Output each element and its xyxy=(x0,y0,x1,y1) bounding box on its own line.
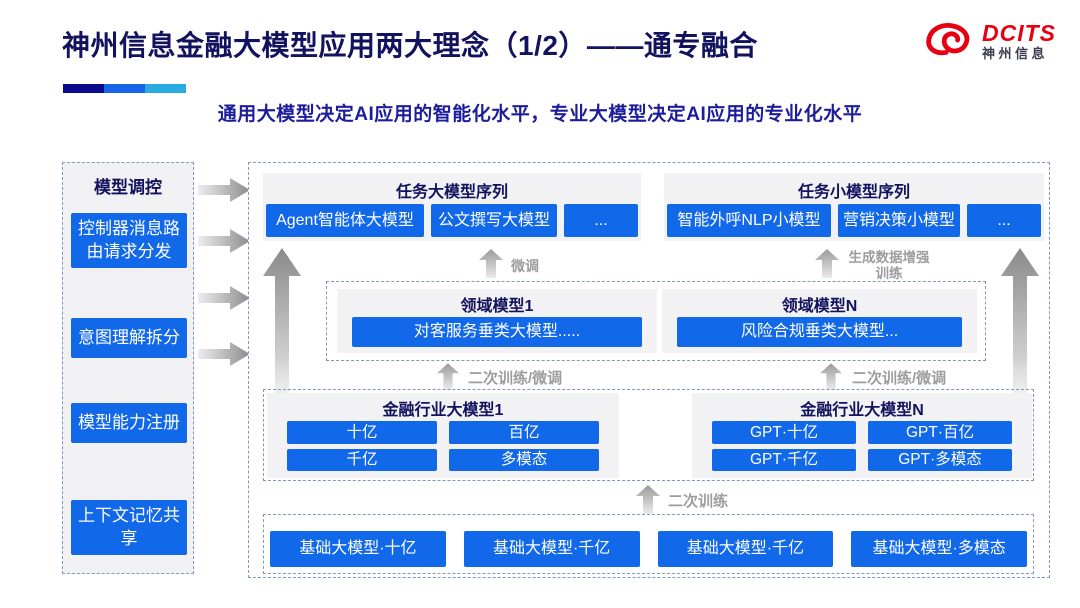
architecture-diagram: 任务大模型序列 Agent智能体大模型 公文撰写大模型 ... 任务小模型序列 … xyxy=(248,162,1050,578)
model-control-sidebar: 模型调控 控制器消息路由请求分发 意图理解拆分 模型能力注册 上下文记忆共享 xyxy=(62,162,194,574)
domain-model-n-panel: 领域模型N 风险合规垂类大模型... xyxy=(662,289,977,353)
logo-brand: DCITS xyxy=(982,20,1056,47)
title-accent-bar xyxy=(63,84,186,93)
industry-models-box: 金融行业大模型1 十亿 百亿 千亿 多模态 金融行业大模型N GPT·十亿 GP… xyxy=(263,389,1034,481)
logo-company-name: 神州信息 xyxy=(982,46,1049,62)
accent-segment-navy xyxy=(63,84,104,93)
model-box-agent: Agent智能体大模型 xyxy=(266,204,424,237)
model-box-base-1b: 基础大模型·十亿 xyxy=(270,531,446,567)
model-box-nlp-outbound: 智能外呼NLP小模型 xyxy=(667,204,831,237)
model-box-risk-compliance: 风险合规垂类大模型... xyxy=(677,317,962,347)
sidebar-item-controller-routing: 控制器消息路由请求分发 xyxy=(71,213,187,268)
base-models-box: 基础大模型·十亿 基础大模型·千亿 基础大模型·千亿 基础大模型·多模态 xyxy=(263,514,1034,574)
model-box-customer-service: 对客服务垂类大模型..... xyxy=(352,317,642,347)
up-arrow-icon xyxy=(820,363,842,390)
model-box-document-writing: 公文撰写大模型 xyxy=(431,204,557,237)
sidebar-item-capability-register: 模型能力注册 xyxy=(71,403,187,443)
logo-text: DCITS 神州信息 xyxy=(982,21,1056,61)
model-box-marketing-decision: 营销决策小模型 xyxy=(838,204,960,237)
model-box-ellipsis: ... xyxy=(967,204,1041,237)
domain-model-1-title: 领域模型1 xyxy=(460,298,534,315)
task-small-models-title: 任务小模型序列 xyxy=(797,184,910,201)
industry-model-n-panel: 金融行业大模型N GPT·十亿 GPT·百亿 GPT·千亿 GPT·多模态 xyxy=(692,393,1032,478)
task-large-models-title: 任务大模型序列 xyxy=(395,184,508,201)
up-arrow-icon xyxy=(479,249,503,278)
model-chip-gpt-multimodal: GPT·多模态 xyxy=(868,448,1012,471)
up-arrow-tall-left-icon xyxy=(263,248,301,446)
task-small-models-row: 智能外呼NLP小模型 营销决策小模型 ... xyxy=(667,204,1041,237)
company-logo: DCITS 神州信息 xyxy=(923,20,1056,62)
swirl-logo-icon xyxy=(926,22,970,56)
model-chip-10b: 百亿 xyxy=(449,421,599,444)
domain-model-n-title: 领域模型N xyxy=(781,298,858,315)
base-models-row: 基础大模型·十亿 基础大模型·千亿 基础大模型·千亿 基础大模型·多模态 xyxy=(270,531,1027,567)
right-arrow-icon xyxy=(198,178,250,202)
model-box-ellipsis: ... xyxy=(564,204,638,237)
model-chip-gpt-10b: GPT·百亿 xyxy=(868,421,1012,444)
sidebar-title: 模型调控 xyxy=(94,178,162,197)
task-large-models-row: Agent智能体大模型 公文撰写大模型 ... xyxy=(266,204,638,237)
task-large-models-panel: 任务大模型序列 Agent智能体大模型 公文撰写大模型 ... xyxy=(263,173,641,241)
industry-model-n-title: 金融行业大模型N xyxy=(800,402,924,419)
right-arrow-icon xyxy=(198,229,250,253)
sidebar-item-context-memory: 上下文记忆共享 xyxy=(71,500,187,555)
domain-model-1-panel: 领域模型1 对客服务垂类大模型..... xyxy=(337,289,657,353)
model-chip-100b: 千亿 xyxy=(287,448,437,471)
secondary-train-finetune-left-label: 二次训练/微调 xyxy=(468,370,563,387)
accent-segment-cyan xyxy=(145,84,186,93)
secondary-train-label: 二次训练 xyxy=(668,493,729,510)
slide-subtitle: 通用大模型决定AI应用的智能化水平，专业大模型决定AI应用的专业化水平 xyxy=(217,104,863,125)
up-arrow-icon xyxy=(815,249,839,278)
sidebar-item-intent-split: 意图理解拆分 xyxy=(71,318,187,358)
industry-model-1-chips: 十亿 百亿 千亿 多模态 xyxy=(287,421,599,471)
gen-data-augment-label: 生成数据增强训练 xyxy=(848,250,930,282)
model-box-base-100b-2: 基础大模型·千亿 xyxy=(657,531,834,567)
page-title: 神州信息金融大模型应用两大理念（1/2）——通专融合 xyxy=(62,30,758,61)
accent-segment-blue xyxy=(104,84,145,93)
model-chip-gpt-1b: GPT·十亿 xyxy=(712,421,856,444)
secondary-train-finetune-right-label: 二次训练/微调 xyxy=(852,370,947,387)
model-chip-1b: 十亿 xyxy=(287,421,437,444)
industry-model-1-panel: 金融行业大模型1 十亿 百亿 千亿 多模态 xyxy=(267,393,619,478)
model-chip-gpt-100b: GPT·千亿 xyxy=(712,448,856,471)
industry-model-1-title: 金融行业大模型1 xyxy=(382,402,504,419)
up-arrow-icon xyxy=(636,485,660,514)
domain-models-box: 领域模型1 对客服务垂类大模型..... 领域模型N 风险合规垂类大模型... xyxy=(326,281,986,361)
model-box-base-100b: 基础大模型·千亿 xyxy=(463,531,640,567)
finetune-label: 微调 xyxy=(511,258,539,274)
model-chip-multimodal: 多模态 xyxy=(449,448,599,471)
up-arrow-icon xyxy=(437,363,459,390)
right-arrow-icon xyxy=(198,286,250,310)
right-arrow-icon xyxy=(198,342,250,366)
model-box-base-multimodal: 基础大模型·多模态 xyxy=(851,531,1027,567)
task-small-models-panel: 任务小模型序列 智能外呼NLP小模型 营销决策小模型 ... xyxy=(664,173,1044,241)
up-arrow-tall-right-icon xyxy=(1001,248,1039,446)
industry-model-n-chips: GPT·十亿 GPT·百亿 GPT·千亿 GPT·多模态 xyxy=(712,421,1012,471)
